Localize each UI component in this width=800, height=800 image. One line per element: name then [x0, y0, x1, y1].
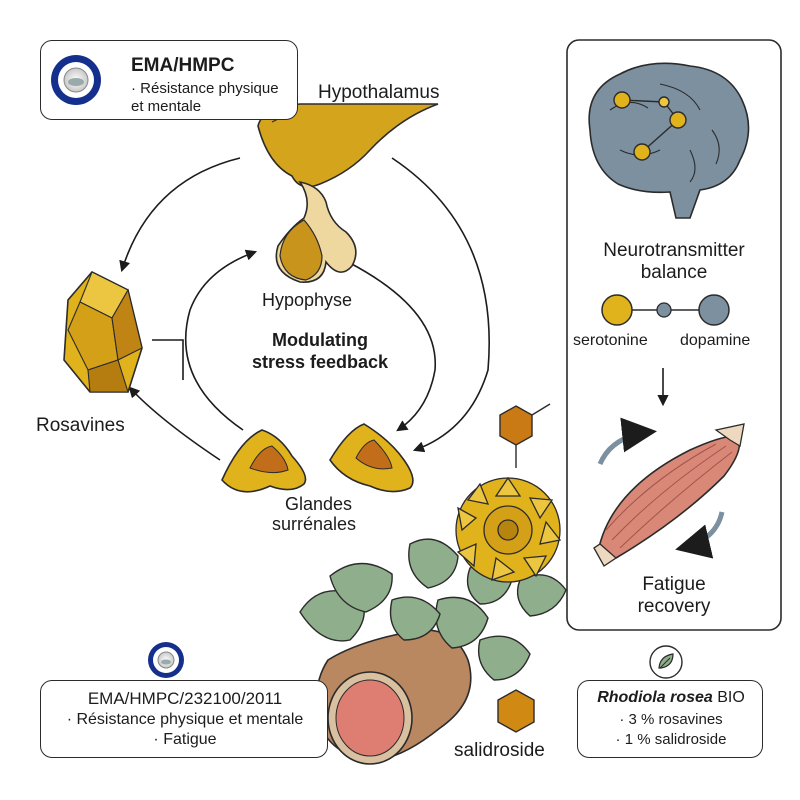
hexagon-icon: [499, 403, 551, 468]
label-fatigue-2: recovery: [637, 596, 711, 617]
label-dopamine: dopamine: [680, 332, 751, 349]
feedback-arrows: [119, 157, 490, 461]
ema-top-line-1: · Résistance physique: [131, 80, 279, 97]
ema-bottom-line-1: · Résistance physique et mentale: [66, 711, 304, 728]
product-title: Rhodiola rosea: [597, 689, 713, 706]
right-panel-frame: [566, 39, 782, 631]
arrow-adrenal-to-rosavines: [128, 386, 221, 461]
label-hypothalamus: Hypothalamus: [318, 82, 440, 103]
rhodiola-plant-icon: [299, 476, 567, 765]
label-serotonine: serotonine: [573, 332, 648, 349]
label-center-2: stress feedback: [251, 352, 389, 372]
rhodiola-flower: [455, 476, 562, 583]
leaf-seal: [648, 644, 684, 680]
label-nt-2: balance: [640, 262, 708, 283]
hypophyse-shape: [275, 180, 357, 283]
arrow-hypothalamus-to-rosavines: [119, 157, 241, 273]
product-title-row: Rhodiola rosea BIO: [578, 689, 764, 707]
ema-seal-icon: [51, 55, 101, 105]
label-rosavines: Rosavines: [36, 415, 125, 436]
product-card: Rhodiola rosea BIO · 3 % rosavines · 1 %…: [577, 680, 763, 758]
label-fatigue-1: Fatigue: [642, 574, 706, 595]
product-line-2: · 1 % salidroside: [615, 731, 727, 748]
leaf-icon: [649, 645, 683, 679]
muscle-icon: [593, 417, 745, 567]
brain-icon: [588, 62, 750, 219]
label-hypophyse: Hypophyse: [262, 290, 353, 310]
arrow-hypophyse-to-adrenal: [347, 261, 436, 432]
ema-bottom-line-2: · Fatigue: [153, 731, 217, 748]
ema-bottom-card: EMA/HMPC/232100/2011 · Résistance physiq…: [40, 680, 328, 758]
label-glandes-2: surrénales: [272, 514, 357, 534]
ema-bottom-title: EMA/HMPC/232100/2011: [87, 689, 283, 708]
arrow-hypothalamus-to-adrenal: [391, 157, 490, 453]
ema-top-line-2: et mentale: [131, 98, 202, 115]
ema-seal-icon: [148, 642, 184, 678]
ema-bottom-seal: [146, 640, 186, 680]
label-center-1: Modulating: [272, 330, 368, 350]
label-salidroside: salidroside: [454, 740, 545, 761]
ema-top-card: EMA/HMPC · Résistance physique et mental…: [40, 40, 298, 120]
crystal-icon: [63, 271, 143, 393]
connector-rosavines: [152, 339, 184, 380]
product-title-suffix: BIO: [717, 689, 745, 706]
adrenal-glands: [221, 423, 414, 493]
salidroside-hexagon-icon: [497, 689, 535, 733]
neurotransmitter-chain: [601, 294, 730, 326]
product-line-1: · 3 % rosavines: [619, 711, 723, 728]
label-glandes-1: Glandes: [285, 494, 353, 514]
label-nt-1: Neurotransmitter: [603, 240, 745, 261]
arrow-adrenal-to-hypophyse: [184, 249, 258, 431]
ema-top-title: EMA/HMPC: [131, 55, 235, 76]
